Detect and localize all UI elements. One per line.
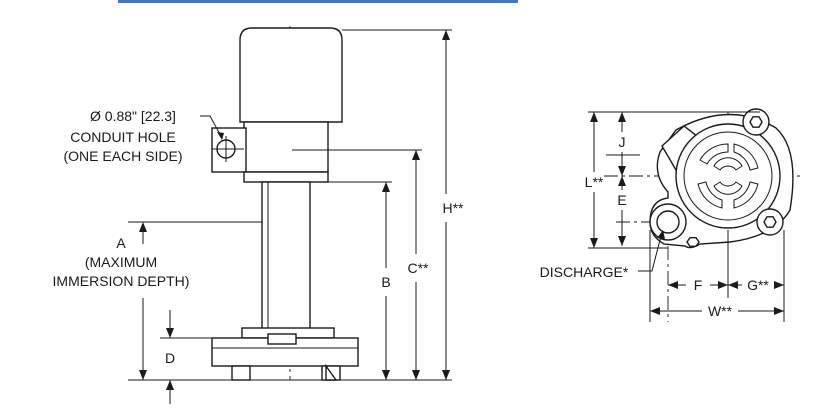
dim-a-arrow-bottom: [139, 370, 147, 380]
discharge-label: DISCHARGE*: [540, 264, 629, 280]
dim-g-arrow-left: [728, 281, 738, 289]
dim-e-label: E: [617, 192, 626, 208]
base-inlet: [267, 333, 297, 345]
pump-column: [261, 181, 311, 331]
motor-collar: [243, 121, 329, 173]
dim-d-label: D: [165, 350, 175, 366]
dim-g-arrow-right: [774, 281, 784, 289]
dim-d-arrow-top: [166, 328, 174, 338]
dim-b-arrow-top: [382, 182, 390, 192]
vent-slot-5: [713, 157, 743, 171]
dim-f-arrow-left: [668, 281, 678, 289]
discharge-port-inner: [656, 210, 680, 234]
dim-a-sub-label-1: (MAXIMUM: [85, 254, 157, 270]
mounting-flange: [243, 171, 329, 183]
dim-h-label: H**: [442, 200, 464, 216]
conduit-leader: [200, 115, 223, 139]
cropped-header-strip: [118, 0, 518, 3]
dim-h-arrow-top: [442, 30, 450, 40]
vent-slot-3: [733, 181, 759, 209]
conduit-size-label: Ø 0.88" [22.3]: [90, 108, 176, 124]
bolt-head-top: [749, 116, 763, 128]
dim-j-arrow-top: [618, 112, 626, 122]
dim-h-arrow-bottom: [442, 370, 450, 380]
dim-j-arrow-bottom: [618, 166, 626, 176]
bolt-head-small: [686, 236, 700, 248]
dim-w-arrow-left: [650, 307, 660, 315]
side-view: Ø 0.88" [22.3] CONDUIT HOLE (ONE EACH SI…: [53, 26, 464, 404]
dim-c-arrow-bottom: [412, 370, 420, 380]
vent-slot-6: [713, 181, 743, 195]
discharge-leader-arrow: [657, 230, 665, 239]
conduit-hole-label: CONDUIT HOLE: [70, 129, 176, 145]
base-housing: [211, 337, 359, 367]
top-view: L** J E DISCHARGE* F G** W**: [540, 108, 800, 322]
motor-fan-cover-outer: [675, 123, 781, 229]
dim-b-arrow-bottom: [382, 370, 390, 380]
dim-l-label: L**: [585, 174, 604, 190]
dim-c-label: C**: [407, 260, 429, 276]
dim-e-arrow-bottom: [618, 236, 626, 246]
vent-slot-4: [697, 181, 723, 209]
dim-c-arrow-top: [412, 150, 420, 160]
dim-e-arrow-top: [618, 176, 626, 186]
dim-w-arrow-right: [774, 307, 784, 315]
conduit-leader-arrow: [217, 132, 224, 140]
dim-l-arrow-top: [590, 112, 598, 122]
dim-a-arrow-top: [139, 222, 147, 232]
dim-l-arrow-bottom: [590, 238, 598, 248]
dim-d-arrow-bottom: [166, 380, 174, 390]
motor-housing: [239, 27, 343, 123]
dim-a-label: A: [116, 235, 126, 251]
dim-j-label: J: [619, 134, 626, 150]
dim-b-label: B: [381, 274, 390, 290]
dim-f-label: F: [694, 277, 703, 293]
dim-f-arrow-right: [718, 281, 728, 289]
dim-w-label: W**: [708, 303, 733, 319]
dim-a-sub-label-2: IMMERSION DEPTH): [53, 273, 190, 289]
vent-slot-2: [733, 143, 759, 171]
motor-fan-cover-inner: [683, 131, 773, 221]
discharge-leader: [638, 231, 663, 272]
vent-slot-1: [699, 143, 729, 165]
conduit-side-label: (ONE EACH SIDE): [63, 148, 182, 164]
dim-g-label: G**: [747, 277, 769, 293]
foot-left: [231, 365, 251, 381]
bolt-head-bottom: [763, 216, 777, 228]
